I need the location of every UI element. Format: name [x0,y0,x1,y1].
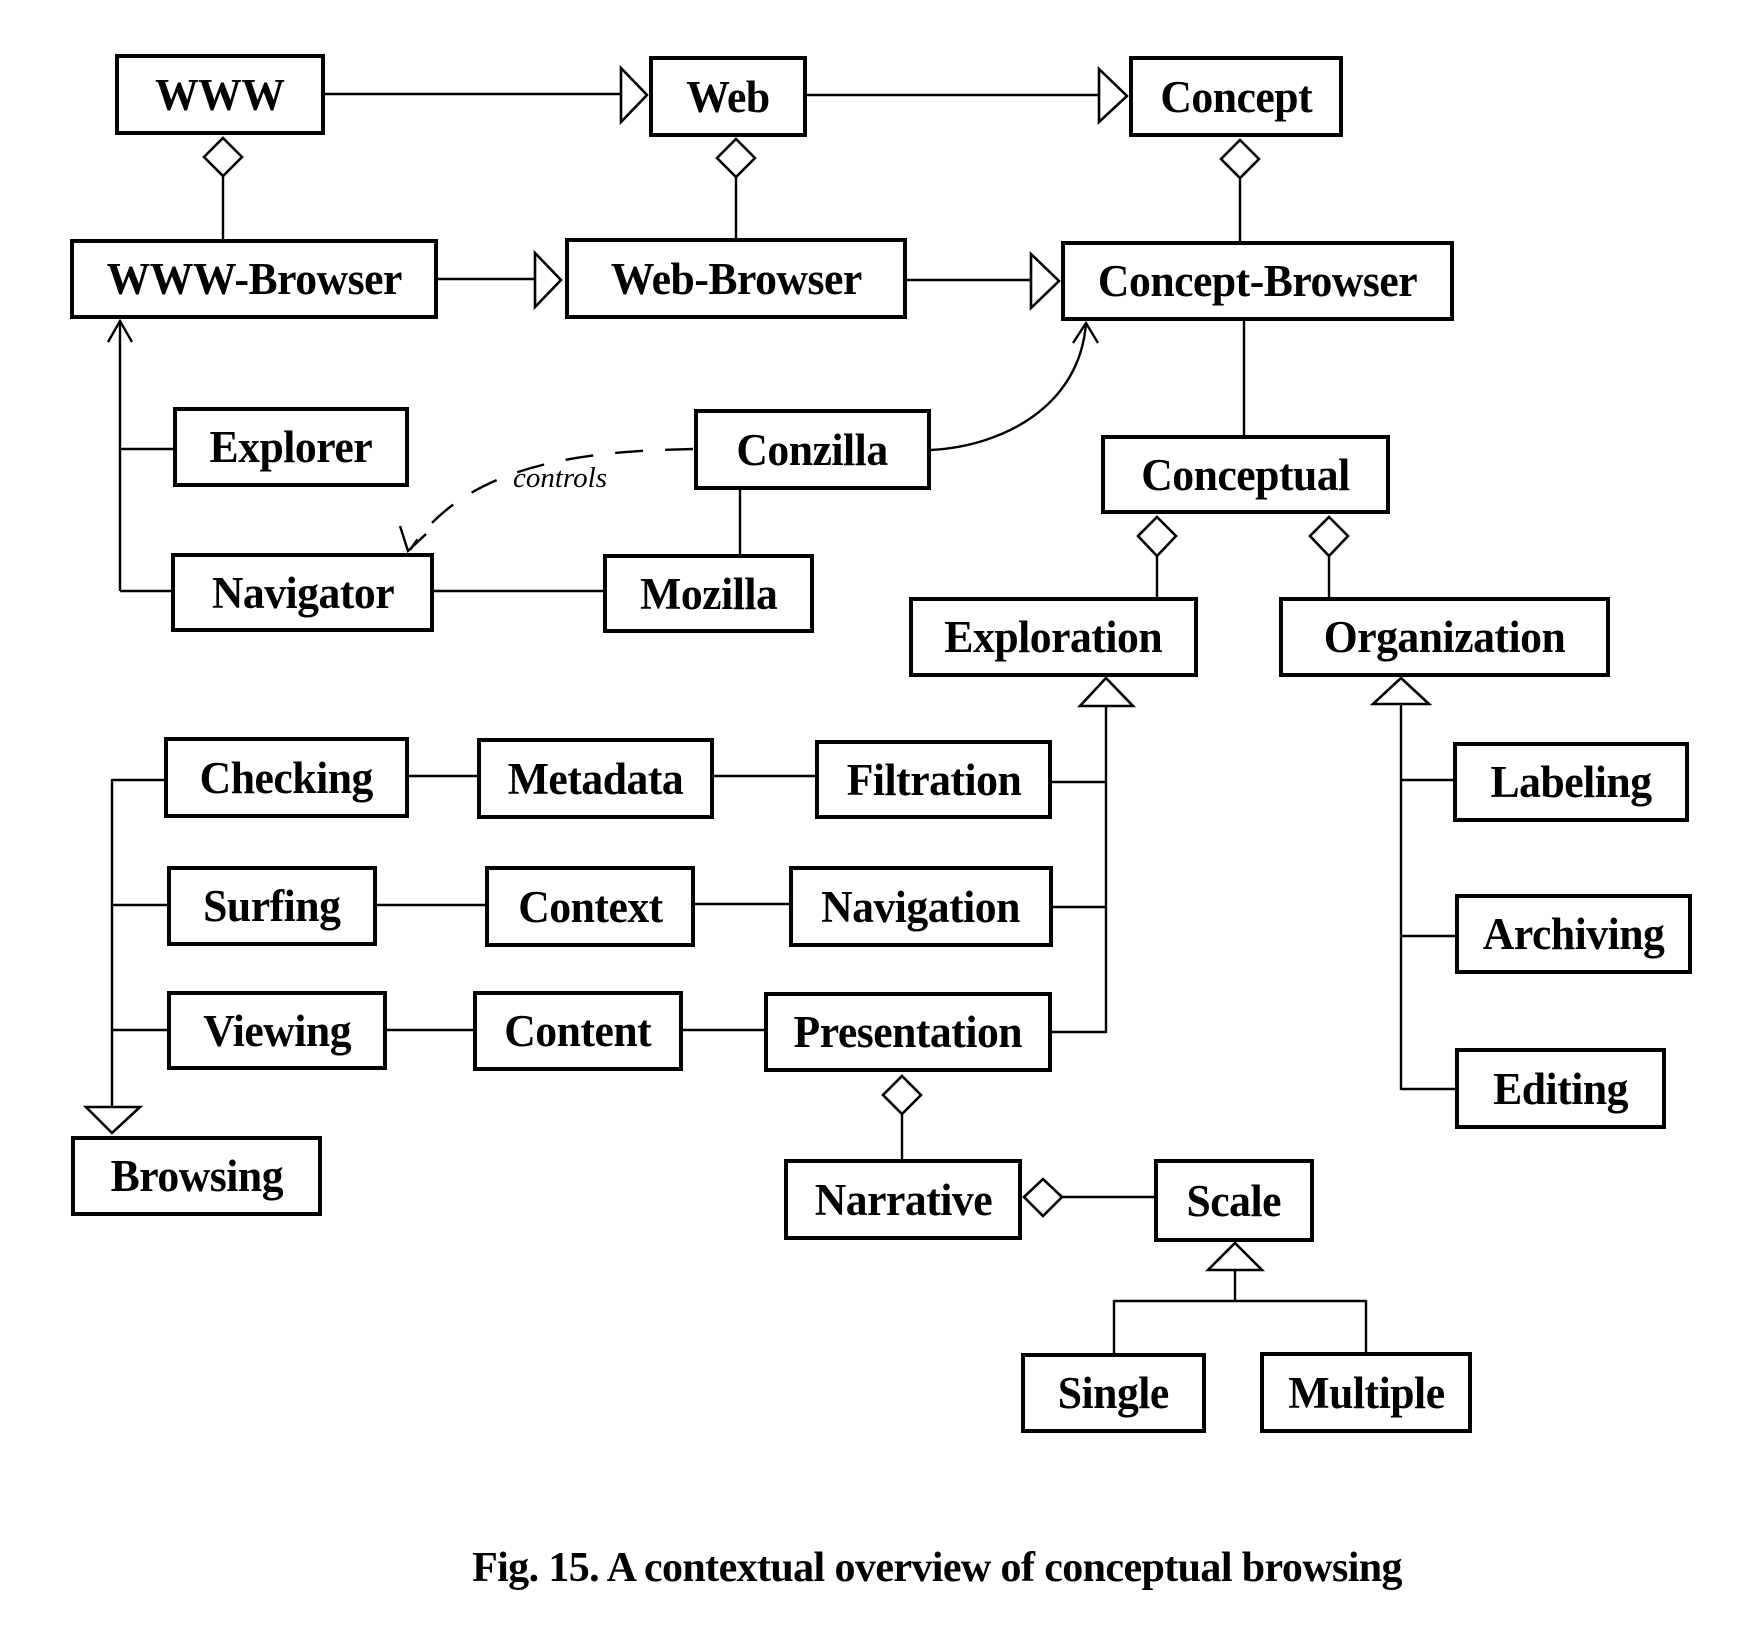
class-label: Conzilla [736,424,889,475]
edge-conceptbrowser-concept-aggregation [1219,138,1261,241]
class-conzilla: Conzilla [694,409,931,490]
edge-scale-narrative-aggregation [1022,1177,1154,1218]
edge-organization-conceptual-aggregation [1308,515,1350,597]
class-label: Browsing [110,1151,283,1201]
aggregation-diamond-icon [202,136,244,178]
class-label: Surfing [203,881,341,931]
class-label: Navigation [821,881,1021,932]
class-surfing: Surfing [167,866,377,946]
class-concept-browser: Concept-Browser [1061,241,1454,321]
class-label: Narrative [814,1174,992,1225]
generalization-triangle-icon [619,64,649,126]
edge-wwwbrowser-www-aggregation [202,136,244,239]
aggregation-diamond-icon [1022,1177,1064,1218]
generalization-triangle-icon [1369,676,1433,706]
class-label: WWW [155,69,285,120]
generalization-triangle-icon [1204,1241,1266,1272]
class-archiving: Archiving [1455,894,1692,974]
generalization-triangle-icon [1077,676,1137,708]
class-viewing: Viewing [167,991,387,1070]
class-label: Concept-Browser [1097,256,1418,306]
edge-www-to-web-generalization [325,64,649,126]
class-presentation: Presentation [764,992,1052,1072]
edge-scale-generalization-tree [1112,1241,1368,1353]
class-web: Web [649,56,807,137]
class-label: Navigator [211,567,394,618]
class-context: Context [485,866,695,947]
class-label: Single [1057,1368,1170,1418]
class-label: Explorer [209,422,373,472]
edge-browsing-generalization-tree [82,778,167,1135]
class-label: Mozilla [639,568,778,619]
class-label: Metadata [507,753,684,804]
class-label: Web [686,71,770,122]
aggregation-diamond-icon [881,1074,923,1116]
class-label: WWW-Browser [106,254,402,304]
edge-webbrowser-to-conceptbrowser-generalization [907,250,1061,312]
class-label: Checking [199,752,374,803]
edge-conzilla-controls-navigator [398,447,694,554]
open-arrowhead-icon [398,525,427,554]
class-single: Single [1021,1353,1206,1433]
open-arrowhead-icon [1071,320,1100,344]
class-label: Scale [1186,1175,1282,1226]
class-labeling: Labeling [1453,742,1689,822]
class-navigation: Navigation [789,866,1053,947]
class-conceptual: Conceptual [1101,435,1390,514]
class-concept: Concept [1129,56,1343,137]
class-label: Multiple [1287,1367,1445,1418]
open-arrowhead-icon [106,318,134,343]
aggregation-diamond-icon [1308,515,1350,558]
class-label: Concept [1160,71,1312,122]
class-label: Editing [1493,1063,1628,1114]
class-label: Content [504,1006,652,1056]
aggregation-diamond-icon [1219,138,1261,180]
edge-exploration-conceptual-aggregation [1136,515,1178,597]
class-label: Presentation [793,1007,1023,1057]
edge-exploration-generalization-tree [1052,676,1137,1034]
class-label: Viewing [203,1005,351,1056]
class-label: Archiving [1482,909,1665,959]
class-label: Filtration [846,754,1021,805]
edge-organization-generalization-tree [1369,676,1455,1091]
class-label: Organization [1323,612,1566,662]
aggregation-diamond-icon [715,137,757,179]
controls-edge-label: controls [513,462,607,494]
generalization-triangle-icon [1029,250,1061,312]
class-editing: Editing [1455,1048,1666,1129]
class-label: Conceptual [1141,449,1350,500]
class-content: Content [473,991,683,1071]
class-organization: Organization [1279,597,1610,677]
class-filtration: Filtration [815,740,1052,819]
class-label: Web-Browser [610,253,862,304]
class-www-browser: WWW-Browser [70,239,438,319]
edge-narrative-presentation-aggregation [881,1074,923,1159]
aggregation-diamond-icon [1136,515,1178,558]
figure-caption: Fig. 15. A contextual overview of concep… [472,1545,1402,1591]
generalization-triangle-icon [1097,65,1129,125]
edge-web-to-concept-generalization [807,65,1129,125]
class-browsing: Browsing [71,1136,322,1216]
class-label: Exploration [944,612,1163,662]
class-www: WWW [115,54,325,135]
class-multiple: Multiple [1260,1352,1472,1433]
class-navigator: Navigator [171,553,434,632]
edge-wwwbrowser-to-webbrowser-generalization [438,249,563,311]
class-metadata: Metadata [477,738,714,819]
class-exploration: Exploration [909,597,1198,677]
class-mozilla: Mozilla [603,554,814,633]
class-web-browser: Web-Browser [565,238,907,319]
edge-webbrowser-web-aggregation [715,137,757,238]
generalization-triangle-icon [82,1105,144,1135]
class-label: Context [517,881,663,932]
class-label: Labeling [1490,757,1652,807]
class-explorer: Explorer [173,407,409,487]
class-checking: Checking [164,737,409,818]
class-narrative: Narrative [784,1159,1022,1240]
class-scale: Scale [1154,1159,1314,1242]
generalization-triangle-icon [533,249,563,311]
edge-conzilla-to-conceptbrowser [930,320,1100,452]
edge-explorer-navigator-to-wwwbrowser [106,318,173,593]
